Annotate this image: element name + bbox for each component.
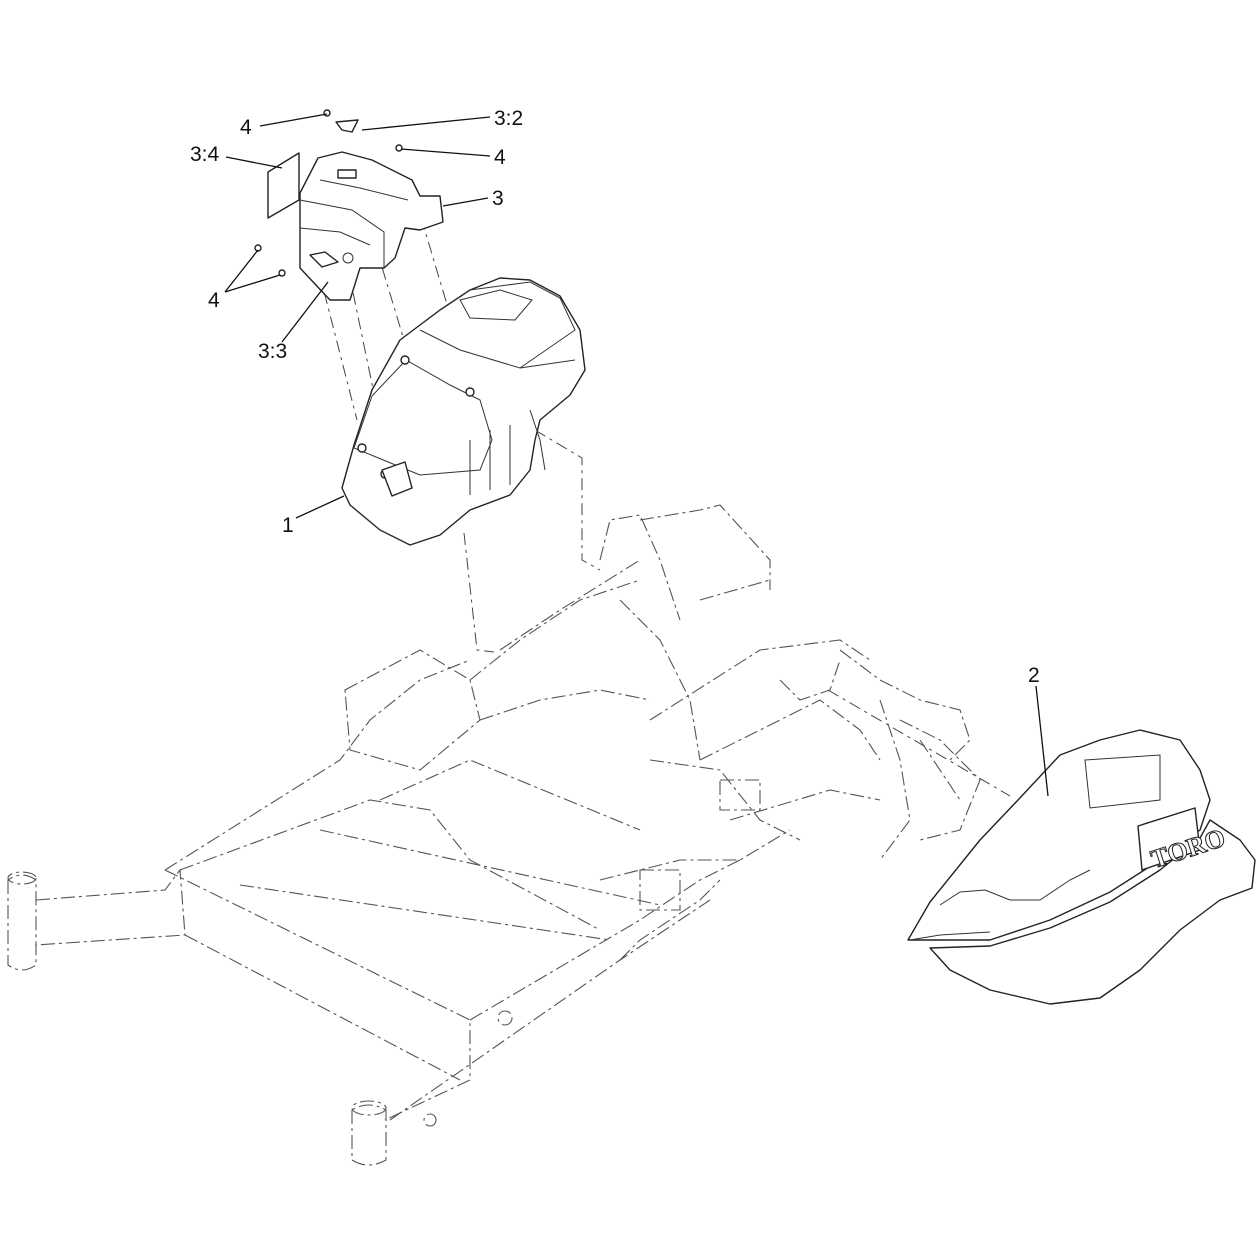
callout-4-left: 4 [208,289,220,312]
console-housing-1 [341,277,586,546]
callout-4-right: 4 [494,146,506,169]
screw-4-right [395,144,403,152]
control-panel-3 [299,151,444,301]
decal-3-2 [335,119,359,133]
callout-3-4: 3:4 [190,143,220,166]
screw-4-top [323,109,331,117]
callout-4-top: 4 [240,116,252,139]
screw-4-left-b [278,269,286,277]
callout-2: 2 [1028,664,1040,687]
callouts: 4 3:2 3:4 4 3 4 3:3 1 2 [190,107,1049,797]
mower-frame [7,504,981,1166]
callout-3: 3 [492,187,504,210]
callout-1: 1 [282,514,294,537]
decal-3-4 [267,152,300,219]
callout-3-3: 3:3 [258,340,287,363]
callout-3-2: 3:2 [494,107,523,130]
seat-2: TORO [907,729,1256,1005]
